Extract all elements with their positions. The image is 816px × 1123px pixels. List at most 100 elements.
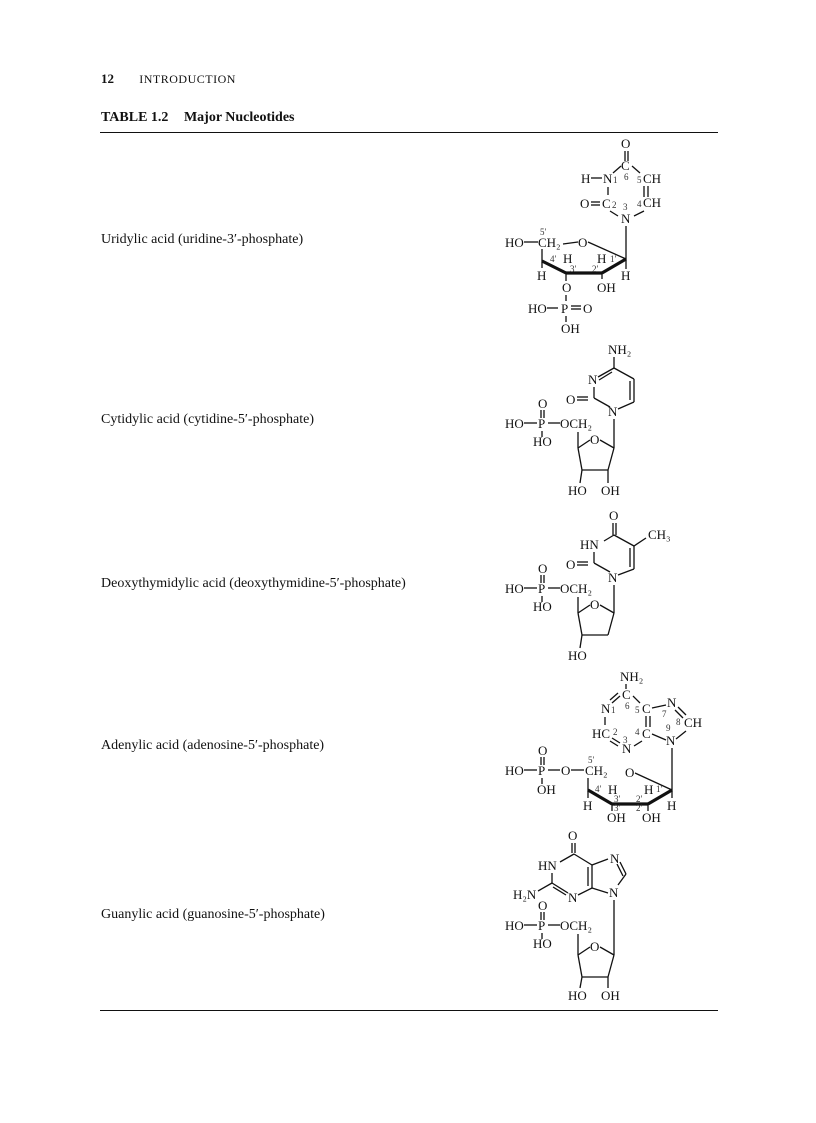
svg-text:N: N — [610, 851, 620, 866]
svg-text:CH₂: CH₂ — [538, 235, 561, 250]
svg-text:C: C — [642, 726, 651, 741]
svg-text:HO: HO — [568, 483, 587, 498]
svg-text:C: C — [622, 687, 631, 702]
svg-text:8: 8 — [676, 717, 681, 727]
svg-text:1′: 1′ — [656, 784, 663, 794]
svg-text:NH₂: NH₂ — [608, 342, 631, 357]
svg-text:O: O — [538, 743, 547, 758]
page-number: 12 — [101, 71, 114, 86]
svg-text:OH: OH — [597, 280, 616, 295]
svg-text:O: O — [583, 301, 592, 316]
svg-text:HN: HN — [538, 858, 557, 873]
svg-text:N: N — [608, 404, 618, 419]
svg-text:HO: HO — [505, 416, 524, 431]
svg-text:O: O — [578, 235, 587, 250]
svg-text:H: H — [581, 171, 590, 186]
svg-text:6: 6 — [624, 172, 629, 182]
svg-text:3′: 3′ — [570, 264, 577, 274]
table-number: TABLE 1.2 — [101, 110, 169, 125]
svg-text:H: H — [667, 798, 676, 813]
svg-text:6: 6 — [625, 701, 630, 711]
svg-text:C: C — [642, 701, 651, 716]
svg-text:CH: CH — [684, 715, 702, 730]
svg-text:2′: 2′ — [592, 264, 599, 274]
svg-text:CH₂: CH₂ — [585, 763, 608, 778]
svg-text:H: H — [621, 268, 630, 283]
svg-text:OCH₂: OCH₂ — [560, 416, 592, 431]
svg-text:N: N — [608, 570, 618, 585]
section-title: INTRODUCTION — [139, 72, 236, 86]
svg-text:H: H — [644, 782, 653, 797]
svg-text:H: H — [583, 798, 592, 813]
guanylic-structure: O HN H₂N N N N O HO P OCH₂ HO O HO OH — [505, 828, 627, 1003]
svg-text:4′: 4′ — [550, 254, 557, 264]
svg-text:1: 1 — [613, 175, 618, 185]
svg-text:9: 9 — [666, 723, 671, 733]
svg-text:H: H — [597, 251, 606, 266]
svg-text:OCH₂: OCH₂ — [560, 581, 592, 596]
svg-text:N: N — [603, 171, 613, 186]
svg-text:5: 5 — [635, 705, 640, 715]
svg-text:2′: 2′ — [636, 803, 643, 813]
svg-text:HO: HO — [528, 301, 547, 316]
svg-text:3′: 3′ — [614, 794, 621, 804]
row-label-deoxythymidylic: Deoxythymidylic acid (deoxythymidine-5′-… — [101, 576, 406, 591]
svg-text:C: C — [602, 196, 611, 211]
svg-text:CH: CH — [643, 171, 661, 186]
svg-text:N: N — [568, 890, 578, 905]
svg-text:OH: OH — [561, 321, 580, 336]
svg-text:HO: HO — [568, 988, 587, 1003]
svg-text:N: N — [588, 372, 598, 387]
svg-text:O: O — [590, 939, 599, 954]
svg-text:HC: HC — [592, 726, 610, 741]
deoxythymidylic-structure: O CH₃ HN O N O HO P OCH₂ HO O HO — [505, 508, 671, 663]
svg-text:OH: OH — [642, 810, 661, 825]
svg-text:2′: 2′ — [636, 794, 643, 804]
svg-text:OH: OH — [601, 483, 620, 498]
svg-text:OH: OH — [607, 810, 626, 825]
svg-text:4′: 4′ — [595, 784, 602, 794]
svg-text:N: N — [601, 701, 611, 716]
svg-text:4: 4 — [637, 199, 642, 209]
svg-text:O: O — [538, 561, 547, 576]
svg-text:N: N — [667, 695, 677, 710]
uridylic-structure: O C 6 H N 1 5 CH O C 2 3 4 CH N 5′ HO CH… — [505, 136, 661, 336]
svg-text:3: 3 — [623, 735, 628, 745]
svg-text:O: O — [609, 508, 618, 523]
svg-text:5′: 5′ — [540, 227, 547, 237]
svg-text:HO: HO — [505, 763, 524, 778]
svg-text:HO: HO — [505, 235, 524, 250]
svg-text:OH: OH — [537, 782, 556, 797]
svg-text:2: 2 — [612, 200, 617, 210]
svg-text:5′: 5′ — [588, 755, 595, 765]
svg-text:N: N — [609, 885, 619, 900]
svg-text:1: 1 — [611, 705, 616, 715]
svg-text:CH: CH — [643, 195, 661, 210]
svg-text:CH₃: CH₃ — [648, 527, 671, 542]
cytidylic-structure: NH₂ N O N O HO P OCH₂ HO O HO OH — [505, 342, 635, 498]
row-label-cytidylic: Cytidylic acid (cytidine-5′-phosphate) — [101, 412, 315, 427]
table-title: Major Nucleotides — [183, 110, 295, 125]
svg-text:N: N — [621, 211, 631, 226]
svg-text:HO: HO — [533, 599, 552, 614]
svg-text:HO: HO — [533, 434, 552, 449]
svg-text:C: C — [621, 158, 630, 173]
svg-text:H₂N: H₂N — [513, 887, 537, 902]
row-label-uridylic: Uridylic acid (uridine-3′-phosphate) — [101, 232, 304, 247]
svg-text:NH₂: NH₂ — [620, 669, 643, 684]
svg-text:3′: 3′ — [614, 803, 621, 813]
svg-text:H: H — [537, 268, 546, 283]
svg-text:HN: HN — [580, 537, 599, 552]
svg-text:5: 5 — [637, 175, 642, 185]
svg-text:2: 2 — [613, 727, 618, 737]
svg-text:O: O — [568, 828, 577, 843]
svg-text:HO: HO — [533, 936, 552, 951]
svg-text:OH: OH — [601, 988, 620, 1003]
svg-text:O: O — [538, 396, 547, 411]
svg-text:O: O — [562, 280, 571, 295]
svg-text:O: O — [566, 557, 575, 572]
svg-text:1′: 1′ — [610, 254, 617, 264]
svg-text:4: 4 — [635, 727, 640, 737]
svg-text:O: O — [561, 763, 570, 778]
svg-text:HO: HO — [505, 918, 524, 933]
